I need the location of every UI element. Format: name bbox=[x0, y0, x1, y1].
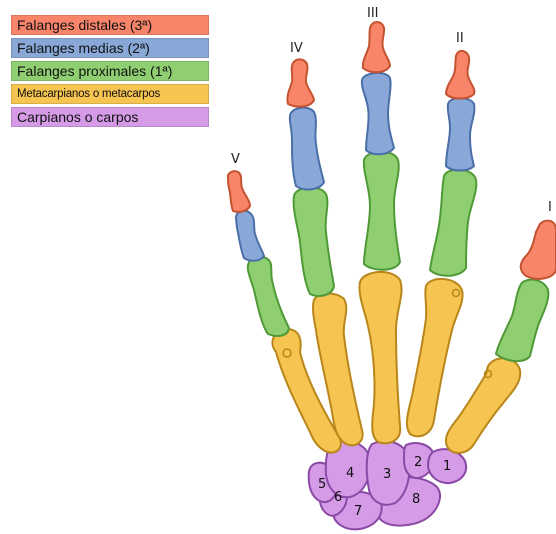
middle-phalanx-iii bbox=[362, 73, 394, 154]
carpal-bones bbox=[309, 440, 466, 529]
metacarpal-i bbox=[446, 358, 520, 453]
proximal-phalanx-v bbox=[248, 257, 289, 337]
proximal-phalanx-ii bbox=[430, 170, 476, 276]
distal-phalanx-ii bbox=[446, 51, 474, 99]
distal-phalanx-iii bbox=[363, 22, 390, 72]
distal-phalanx-i bbox=[521, 221, 556, 279]
carpal-number-5: 5 bbox=[318, 477, 326, 492]
finger-ii bbox=[407, 51, 476, 436]
metacarpal-ii bbox=[407, 279, 463, 436]
middle-phalanx-v bbox=[236, 211, 264, 261]
middle-phalanx-iv bbox=[290, 108, 324, 190]
carpal-number-4: 4 bbox=[346, 466, 354, 481]
proximal-phalanx-i bbox=[496, 280, 548, 361]
proximal-phalanx-iv bbox=[294, 187, 334, 296]
finger-label-ii: II bbox=[456, 31, 464, 46]
carpal-number-8: 8 bbox=[412, 492, 420, 507]
finger-label-v: V bbox=[231, 152, 240, 167]
finger-label-iii: III bbox=[367, 6, 379, 21]
metacarpal-iii bbox=[359, 272, 401, 443]
middle-phalanx-ii bbox=[446, 98, 474, 171]
carpal-number-7: 7 bbox=[354, 504, 362, 519]
proximal-phalanx-iii bbox=[364, 152, 400, 270]
carpal-number-2: 2 bbox=[414, 455, 422, 470]
carpal-number-6: 6 bbox=[334, 490, 342, 505]
finger-label-i: I bbox=[548, 200, 552, 215]
finger-label-iv: IV bbox=[290, 41, 303, 56]
carpal-number-3: 3 bbox=[383, 467, 391, 482]
finger-iii bbox=[359, 22, 401, 443]
distal-phalanx-iv bbox=[287, 59, 314, 106]
carpal-number-1: 1 bbox=[443, 459, 451, 474]
distal-phalanx-v bbox=[228, 171, 250, 212]
